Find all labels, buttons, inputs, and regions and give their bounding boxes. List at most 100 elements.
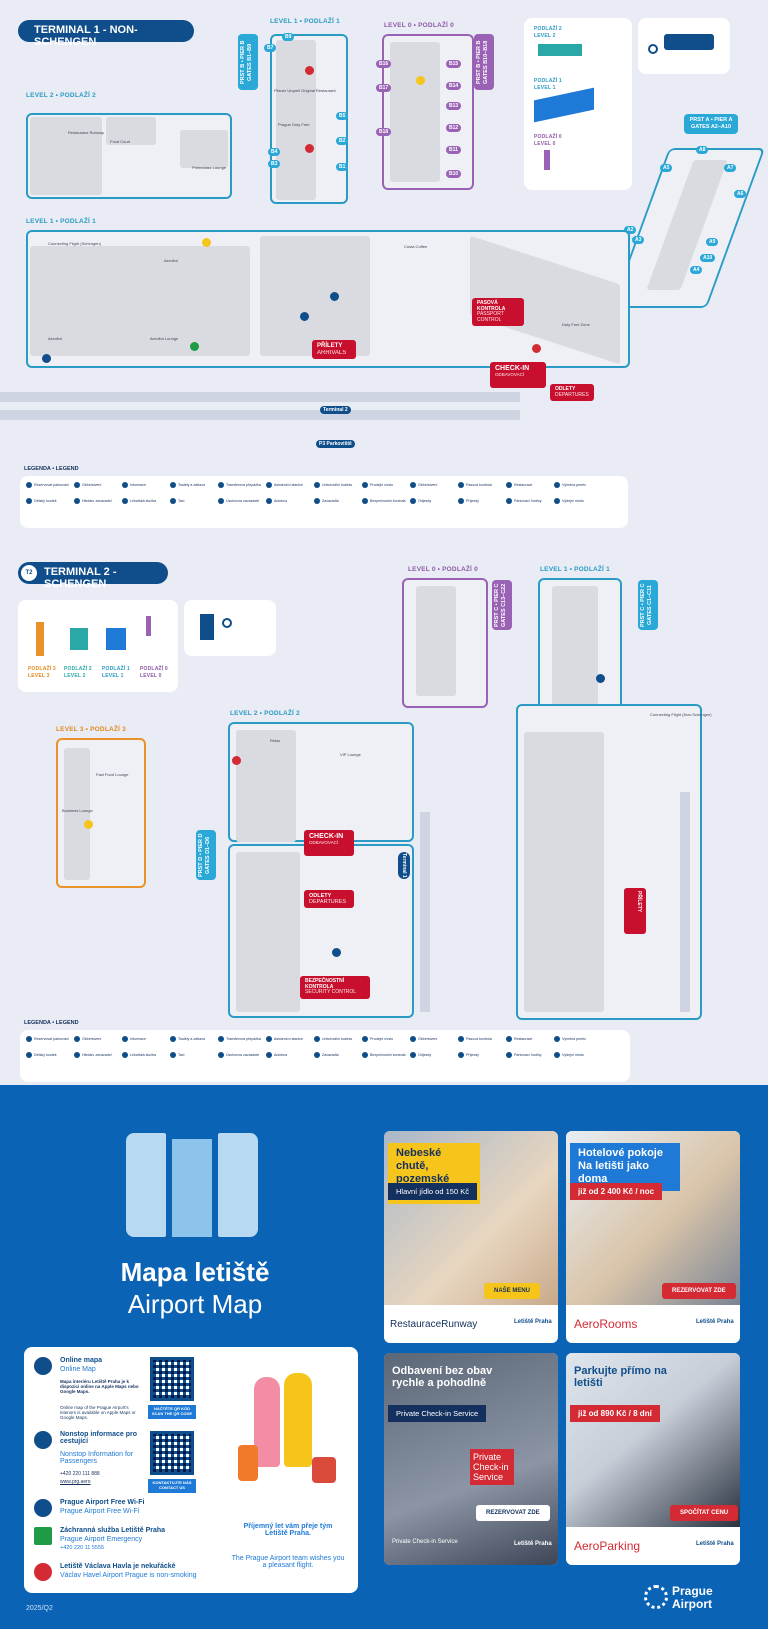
- aeroparking-calc-button[interactable]: SPOČÍTAT CENU: [670, 1505, 739, 1521]
- legend-item: Pasová kontrola: [458, 1036, 492, 1042]
- promo-aeroparking[interactable]: Parkujte přímo na letišti již od 890 Kč …: [566, 1353, 740, 1565]
- legend-item: Výdejní místo: [554, 498, 584, 504]
- gate-a8[interactable]: A8: [696, 146, 709, 154]
- promo-aerorooms[interactable]: Hotelové pokoje Na letišti jako doma již…: [566, 1131, 740, 1343]
- promo-private-checkin[interactable]: Odbavení bez obav rychle a pohodlně Priv…: [384, 1353, 558, 1565]
- traveler-man: [284, 1373, 312, 1467]
- legend-item: Výměna peněz: [554, 1036, 586, 1042]
- t1-pilsner: Pilsner Urquell Original Restaurant: [274, 88, 336, 93]
- legend-item: Transferová přepážka: [218, 482, 261, 488]
- t1-parking-link[interactable]: P3 Parkoviště: [316, 440, 355, 448]
- legend-icon: [506, 1052, 512, 1058]
- t1-mini-level2: PODLAŽÍ 2: [534, 26, 562, 32]
- legend-icon: [170, 498, 176, 504]
- gate-a4[interactable]: A4: [690, 266, 703, 274]
- promo-restaurant[interactable]: Nebeské chutě, pozemské ceny Hlavní jídl…: [384, 1131, 558, 1343]
- legend-item: Úschovna zavazadel: [218, 1052, 259, 1058]
- t1-overview-card: [638, 18, 730, 74]
- gate-a7[interactable]: A7: [724, 164, 737, 172]
- t1-pier-b-label: PRST B • PIER B GATES B1–B9: [238, 34, 258, 90]
- legend-label: Pasová kontrola: [466, 1036, 492, 1041]
- info-title: Nonstop informace pro cestující: [60, 1431, 138, 1445]
- restaurant-icon: [305, 144, 314, 153]
- t2-checkin-title: CHECK-IN: [309, 833, 344, 840]
- aerorooms-brand: AeroRooms: [574, 1317, 638, 1331]
- legend-icon: [74, 482, 80, 488]
- t1-duty-free-zone: Duty Free Zone: [562, 322, 590, 327]
- gate-b9[interactable]: B9: [282, 33, 295, 41]
- exit-icon: [42, 354, 51, 363]
- gate-a3[interactable]: A3: [632, 236, 645, 244]
- t1-mini-level0: PODLAŽÍ 0: [534, 134, 562, 140]
- gate-b1[interactable]: B1: [336, 163, 349, 171]
- legend-label: Parkovací hodiny: [514, 1052, 542, 1057]
- qr-code-contact[interactable]: [150, 1431, 194, 1475]
- gate-b11[interactable]: B11: [446, 146, 461, 154]
- gate-a9[interactable]: A9: [706, 238, 719, 246]
- legend-label: Bezpečnostní kontrola: [370, 498, 406, 503]
- t1-mini-level1-en: LEVEL 1: [534, 85, 556, 91]
- private-checkin-book-button[interactable]: REZERVOVAT ZDE: [476, 1505, 550, 1521]
- legend-label: Výměna peněz: [562, 1036, 586, 1041]
- gate-b4[interactable]: B4: [268, 148, 281, 156]
- legend-item: Autobus: [266, 1052, 287, 1058]
- gate-b16[interactable]: B16: [376, 60, 392, 68]
- gate-b15[interactable]: B15: [446, 60, 462, 68]
- t2-badge-text: T2: [25, 570, 33, 576]
- qr-code-map[interactable]: [150, 1357, 194, 1401]
- aerorooms-price: již od 2 400 Kč / noc: [570, 1183, 663, 1200]
- legend-icon: [266, 482, 272, 488]
- legend-icon: [506, 482, 512, 488]
- map-logo-panel-left: [126, 1133, 166, 1237]
- emergency-title-en: Prague Airport Emergency: [60, 1536, 143, 1543]
- legend-item: Univerzální toaleta: [314, 482, 352, 488]
- gate-b17[interactable]: B17: [376, 84, 392, 92]
- legend-item: Prodejní místo: [362, 482, 393, 488]
- gate-b10[interactable]: B10: [446, 170, 462, 178]
- gate-a2[interactable]: A2: [624, 226, 637, 234]
- legend-icon: [218, 482, 224, 488]
- t1-aeroflot-2: Aeroflot: [48, 336, 62, 341]
- travelers-illustration: [238, 1367, 338, 1487]
- gate-a6[interactable]: A6: [734, 190, 747, 198]
- gate-b3[interactable]: B3: [268, 160, 281, 168]
- gate-b18[interactable]: B18: [376, 128, 392, 136]
- t1-level2-floor2: [106, 117, 156, 145]
- info-title-en: Nonstop Information for Passengers: [60, 1451, 134, 1465]
- private-checkin-brand: Private Check-in Service: [392, 1539, 458, 1545]
- info-web[interactable]: www.prg.aero: [60, 1479, 91, 1485]
- aerorooms-book-button[interactable]: REZERVOVAT ZDE: [662, 1283, 736, 1299]
- legend-item: Parkovací hodiny: [506, 1052, 542, 1058]
- t1-passport-cz: PASOVÁ KONTROLA: [477, 300, 506, 312]
- t1-passport-en: PASSPORT CONTROL: [477, 311, 504, 323]
- t1-to-terminal2[interactable]: Terminal 2: [320, 406, 351, 414]
- gate-b12[interactable]: B12: [446, 124, 462, 132]
- t2-pier-c-floor: [552, 586, 598, 706]
- legend-icon: [26, 1052, 32, 1058]
- gate-b13[interactable]: B13: [446, 102, 462, 110]
- online-map-desc: Mapa interiéru Letiště Praha je k dispoz…: [60, 1379, 139, 1394]
- t1-checkin: CHECK-IN ODBAVOVACÍ: [490, 362, 546, 388]
- gate-b14[interactable]: B14: [446, 82, 462, 90]
- t1-food-court: Food Court: [110, 139, 131, 144]
- t1-level1-label: LEVEL 1 • PODLAŽÍ 1: [26, 218, 96, 225]
- legend-item: Asistenční stanice: [266, 1036, 303, 1042]
- gate-a10[interactable]: A10: [700, 254, 716, 262]
- legend-label: Úschovna zavazadel: [226, 498, 260, 503]
- restaurant-icon: [532, 344, 541, 353]
- gate-b5[interactable]: B5: [336, 112, 349, 120]
- t2-arrivals-cz: PŘÍLETY: [636, 891, 642, 913]
- t2-business-lounge: Business Lounge: [62, 808, 93, 813]
- t2-to-terminal1[interactable]: Terminal 1: [398, 852, 410, 879]
- t2-level1-label: LEVEL 1 • PODLAŽÍ 1: [540, 566, 610, 573]
- restaurant-menu-button[interactable]: NAŠE MENU: [484, 1283, 541, 1299]
- legend-icon: [218, 1052, 224, 1058]
- gate-a5[interactable]: A5: [660, 164, 673, 172]
- t1-costa: Costa Coffee: [404, 244, 428, 249]
- gate-b7[interactable]: B7: [264, 44, 277, 52]
- suitcase-orange: [238, 1445, 258, 1481]
- legend-icon: [74, 1036, 80, 1042]
- t2-mini-l0-shape: [146, 616, 151, 636]
- gate-b2[interactable]: B2: [336, 137, 349, 145]
- legend-icon: [554, 1052, 560, 1058]
